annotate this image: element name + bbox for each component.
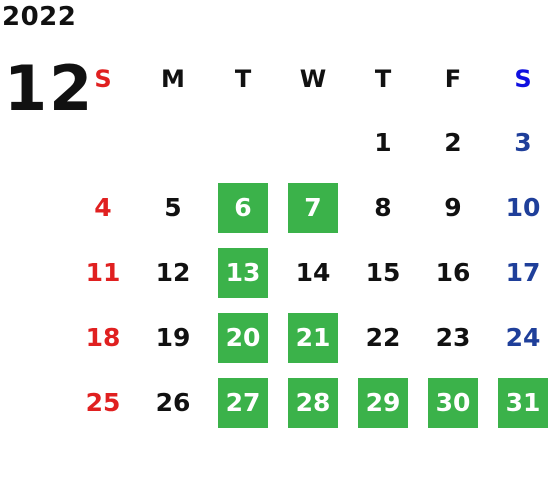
day-cell: 8 xyxy=(348,175,418,240)
day-cell: 22 xyxy=(348,305,418,370)
day-number: 17 xyxy=(505,258,541,287)
day-cell: 11 xyxy=(68,240,138,305)
day-cell: 5 xyxy=(138,175,208,240)
weekday-fri: F xyxy=(444,65,462,93)
day-number: 16 xyxy=(435,258,471,287)
highlighted-day-number: 28 xyxy=(288,377,338,428)
day-number: 11 xyxy=(85,258,121,287)
day-number: 10 xyxy=(505,193,541,222)
day-number: 22 xyxy=(365,323,401,352)
day-cell: 28 xyxy=(278,370,348,435)
highlighted-day-number: 21 xyxy=(288,312,338,363)
year-label: 2022 xyxy=(2,2,77,32)
day-number: 5 xyxy=(164,193,182,222)
day-number: 23 xyxy=(435,323,471,352)
day-cell: 19 xyxy=(138,305,208,370)
day-cell: 6 xyxy=(208,175,278,240)
day-cell: 20 xyxy=(208,305,278,370)
highlighted-day-number: 7 xyxy=(288,182,338,233)
day-cell: 1 xyxy=(348,110,418,175)
day-number: 14 xyxy=(295,258,331,287)
highlighted-day-number: 30 xyxy=(428,377,478,428)
empty-cell xyxy=(278,110,348,175)
day-cell: 2 xyxy=(418,110,488,175)
weekday-mon: M xyxy=(161,65,185,93)
weekday-wed: W xyxy=(299,65,327,93)
day-cell: 26 xyxy=(138,370,208,435)
highlighted-day-number: 6 xyxy=(218,182,268,233)
day-number: 2 xyxy=(444,128,462,157)
day-cell: 17 xyxy=(488,240,548,305)
day-cell: 7 xyxy=(278,175,348,240)
month-number: 12 xyxy=(4,52,95,125)
day-number: 15 xyxy=(365,258,401,287)
highlighted-day-number: 20 xyxy=(218,312,268,363)
day-cell: 10 xyxy=(488,175,548,240)
day-number: 1 xyxy=(374,128,392,157)
day-number: 3 xyxy=(514,128,532,157)
day-cell: 13 xyxy=(208,240,278,305)
day-cell: 30 xyxy=(418,370,488,435)
weekday-tue: T xyxy=(234,65,252,93)
day-cell: 16 xyxy=(418,240,488,305)
day-number: 9 xyxy=(444,193,462,222)
empty-cell xyxy=(208,110,278,175)
day-cell: 27 xyxy=(208,370,278,435)
day-cell: 24 xyxy=(488,305,548,370)
day-cell: 29 xyxy=(348,370,418,435)
day-number: 26 xyxy=(155,388,191,417)
day-number: 18 xyxy=(85,323,121,352)
day-cell: 14 xyxy=(278,240,348,305)
empty-cell xyxy=(68,110,138,175)
day-cell: 18 xyxy=(68,305,138,370)
day-number: 25 xyxy=(85,388,121,417)
highlighted-day-number: 13 xyxy=(218,247,268,298)
day-cell: 31 xyxy=(488,370,548,435)
day-cell: 12 xyxy=(138,240,208,305)
day-number: 4 xyxy=(94,193,112,222)
highlighted-day-number: 31 xyxy=(498,377,548,428)
day-number: 19 xyxy=(155,323,191,352)
day-number: 24 xyxy=(505,323,541,352)
highlighted-day-number: 27 xyxy=(218,377,268,428)
day-number: 12 xyxy=(155,258,191,287)
day-cell: 4 xyxy=(68,175,138,240)
day-cell: 3 xyxy=(488,110,548,175)
day-cell: 23 xyxy=(418,305,488,370)
weekday-sun: S xyxy=(94,65,112,93)
weekday-thu: T xyxy=(374,65,392,93)
day-cell: 25 xyxy=(68,370,138,435)
day-cell: 21 xyxy=(278,305,348,370)
day-cell: 15 xyxy=(348,240,418,305)
day-cell: 9 xyxy=(418,175,488,240)
day-number: 8 xyxy=(374,193,392,222)
empty-cell xyxy=(138,110,208,175)
weekday-sat: S xyxy=(514,65,532,93)
highlighted-day-number: 29 xyxy=(358,377,408,428)
